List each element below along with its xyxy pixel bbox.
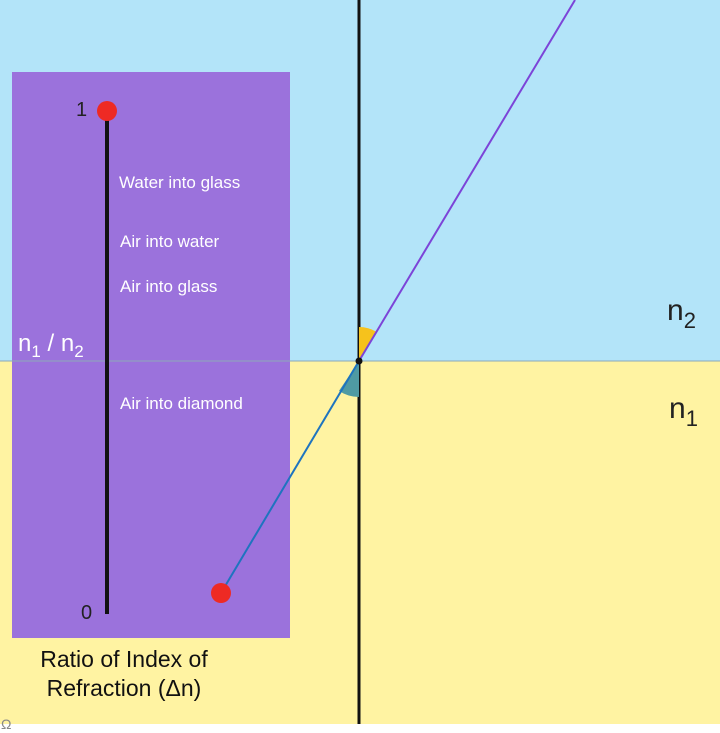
marker-air-into-glass[interactable]: Air into glass: [120, 277, 218, 296]
slider-bottom-value: 0: [81, 602, 93, 624]
bottom-strip: [0, 724, 720, 733]
ratio-slider-handle[interactable]: [97, 101, 117, 121]
marker-air-into-water[interactable]: Air into water: [120, 232, 220, 251]
upper-medium-label: n2: [667, 294, 696, 333]
slider-top-value: 1: [76, 99, 88, 121]
ray-origin-point: [355, 357, 363, 365]
marker-water-into-glass[interactable]: Water into glass: [119, 173, 241, 192]
slider-axis-title: n1 / n2: [18, 330, 84, 361]
refracted-ray: [358, 0, 576, 362]
caption-line-2: Refraction (Δn): [46, 675, 202, 701]
lower-medium-label: n1: [669, 392, 698, 431]
ray-source-handle[interactable]: [211, 583, 231, 603]
incident-ray: [220, 360, 360, 594]
ratio-slider-panel: [12, 72, 290, 638]
corner-glyph: Ω: [1, 716, 12, 732]
caption-line-1: Ratio of Index of: [40, 646, 208, 672]
marker-air-into-diamond[interactable]: Air into diamond: [120, 394, 243, 413]
slider-caption: Ratio of Index of Refraction (Δn): [0, 645, 248, 703]
